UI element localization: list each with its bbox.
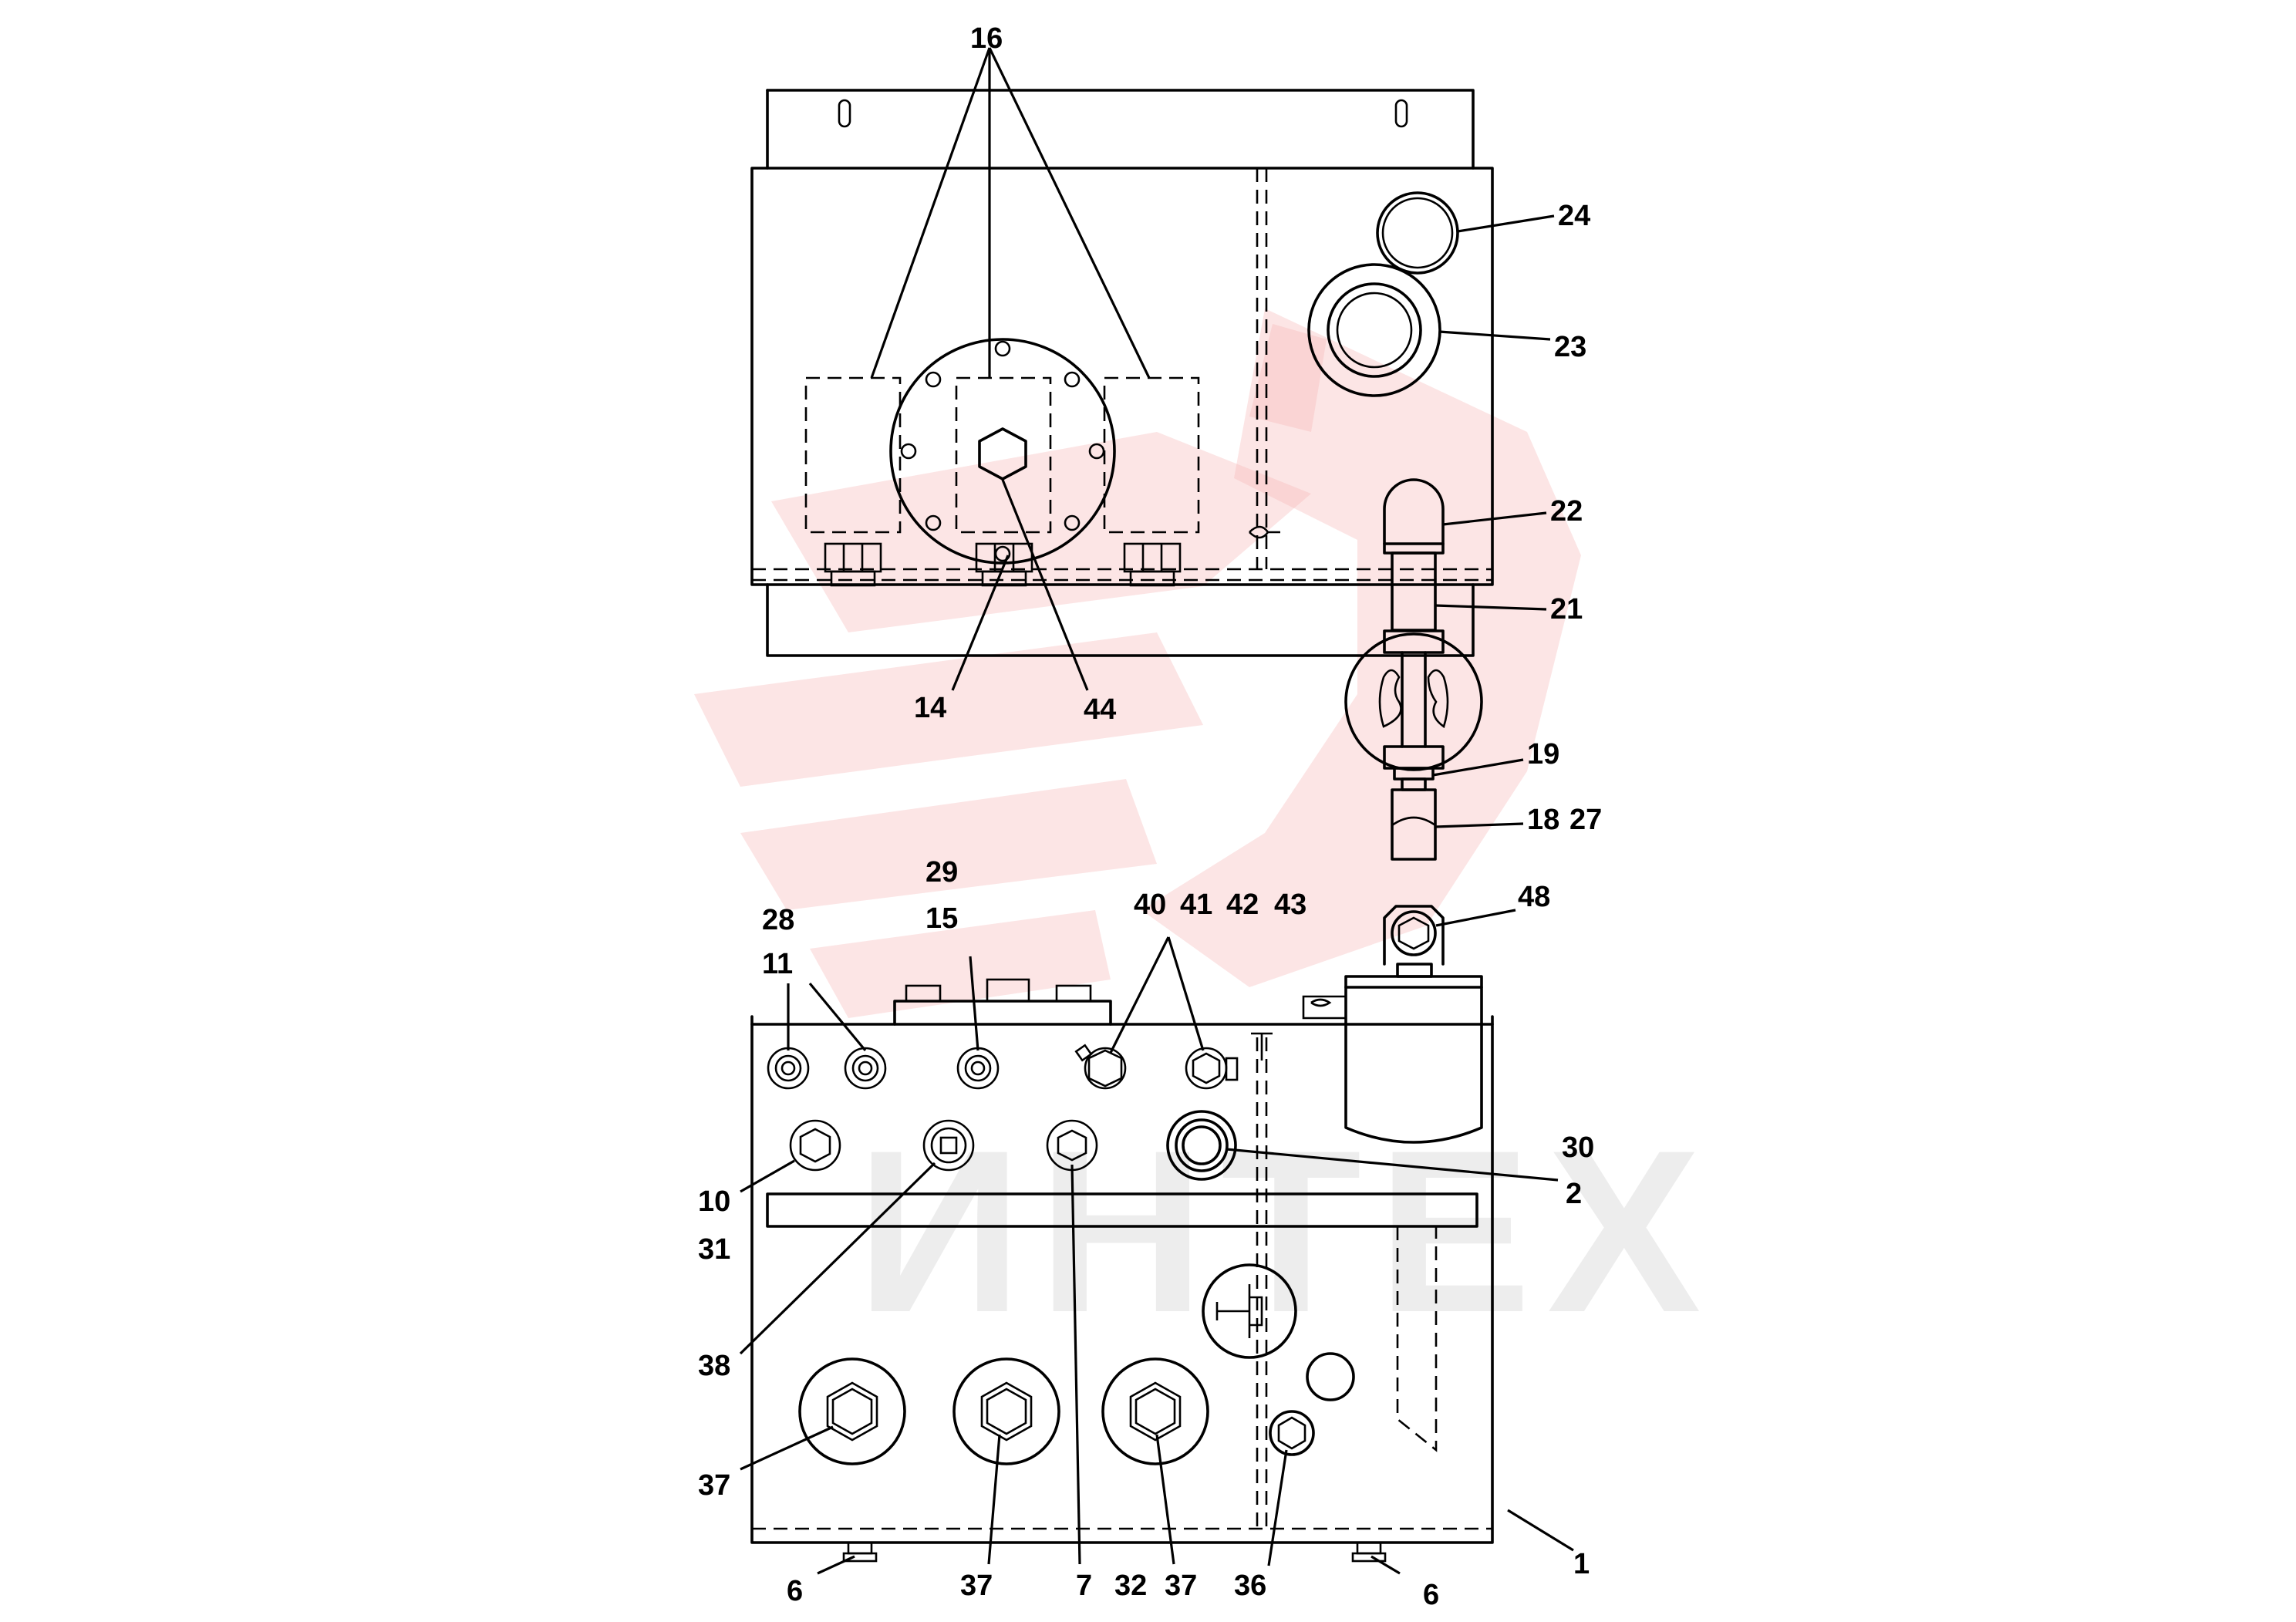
callout-7: 7 <box>1076 1570 1092 1602</box>
callout-14: 14 <box>914 692 946 724</box>
callout-10: 10 <box>698 1185 730 1218</box>
callout-44: 44 <box>1084 693 1116 726</box>
callout-11: 11 <box>762 948 793 980</box>
callout-19: 19 <box>1527 738 1559 771</box>
callout-29: 29 <box>925 856 958 889</box>
callout-27: 27 <box>1569 804 1602 836</box>
callout-28: 28 <box>762 904 794 936</box>
callout-37-left: 37 <box>698 1469 730 1502</box>
callout-38: 38 <box>698 1350 730 1382</box>
callout-37-middle: 37 <box>960 1570 993 1602</box>
callout-30: 30 <box>1562 1131 1594 1164</box>
top-view <box>750 89 1494 657</box>
watermark-text: ИНТЕХ <box>856 1101 1717 1361</box>
watermark-logo <box>694 309 1581 1018</box>
callout-18: 18 <box>1527 804 1559 836</box>
callout-42: 42 <box>1226 889 1259 921</box>
callout-15: 15 <box>925 902 958 935</box>
sight-glass-assembly <box>1344 478 1483 861</box>
callout-31: 31 <box>698 1233 730 1266</box>
callout-22: 22 <box>1550 495 1583 528</box>
callout-41: 41 <box>1180 889 1212 921</box>
callout-24: 24 <box>1558 200 1590 232</box>
callout-36: 36 <box>1234 1570 1266 1602</box>
callout-37-right: 37 <box>1165 1570 1197 1602</box>
filter-assembly <box>1302 905 1483 1144</box>
callout-16: 16 <box>970 22 1003 55</box>
callout-1: 1 <box>1573 1548 1590 1580</box>
callout-43: 43 <box>1274 889 1306 921</box>
callout-23: 23 <box>1554 331 1586 363</box>
callout-32: 32 <box>1114 1570 1147 1602</box>
front-view <box>750 978 1494 1563</box>
callout-6-right: 6 <box>1423 1579 1439 1611</box>
callout-2: 2 <box>1566 1178 1582 1210</box>
callout-48: 48 <box>1518 881 1550 913</box>
callout-labels: 16 24 23 22 21 14 44 19 18 27 29 15 28 1… <box>698 22 1602 1611</box>
callout-6-left: 6 <box>787 1575 803 1607</box>
callout-40: 40 <box>1134 889 1166 921</box>
callout-21: 21 <box>1550 593 1583 626</box>
leader-lines <box>739 47 1574 1575</box>
